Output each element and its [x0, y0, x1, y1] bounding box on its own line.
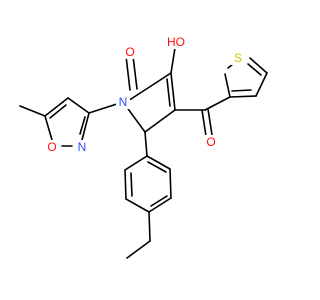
- bond: [144, 131, 148, 157]
- bond: [49, 104, 67, 119]
- pyrrole-nitrogen-label: N: [119, 95, 128, 109]
- isoxazole-oxygen-label: O: [47, 140, 56, 154]
- isoxazole-nitrogen-label: N: [78, 140, 87, 154]
- bond: [124, 155, 148, 171]
- bond: [130, 72, 172, 100]
- bond: [150, 195, 168, 207]
- atom-bg: [165, 35, 187, 49]
- bond: [201, 109, 207, 137]
- molecule-diagram: O HO N O N O S: [19, 35, 268, 259]
- bond: [249, 57, 268, 74]
- bond: [166, 78, 171, 107]
- bond: [147, 161, 167, 173]
- bond: [81, 112, 90, 141]
- carbonyl-oxygen-label: O: [206, 135, 215, 149]
- bond: [126, 240, 151, 259]
- atom-bg: [116, 95, 130, 109]
- bond: [79, 116, 86, 135]
- atom-bg: [75, 140, 89, 154]
- bond: [170, 47, 176, 74]
- bond: [132, 55, 138, 90]
- bond: [170, 72, 176, 111]
- bond: [130, 172, 133, 197]
- bond: [125, 55, 131, 91]
- bond: [146, 155, 171, 170]
- bond: [207, 108, 213, 136]
- atom-bg: [231, 51, 245, 65]
- bond: [148, 211, 151, 242]
- bond: [229, 95, 257, 98]
- bond: [169, 168, 172, 199]
- hydroxyl-label: HO: [167, 35, 185, 49]
- bond: [148, 197, 172, 213]
- ketone-oxygen-label: O: [125, 45, 134, 59]
- bond-layer: [19, 47, 268, 259]
- bond: [124, 169, 127, 200]
- bond: [44, 115, 53, 141]
- atom-bg: [123, 45, 137, 59]
- bond: [255, 72, 268, 97]
- atom-layer: O HO N O N O S: [45, 35, 245, 154]
- bond: [67, 97, 90, 114]
- atom-bg: [45, 140, 59, 154]
- bond: [224, 73, 231, 98]
- bond: [204, 96, 231, 111]
- thiophene-sulfur-label: S: [234, 51, 242, 65]
- bond: [231, 89, 252, 92]
- bond: [19, 105, 46, 117]
- atom-bg: [204, 135, 218, 149]
- bond: [125, 198, 150, 213]
- bond: [144, 109, 176, 133]
- structure-svg: O HO N O N O S: [19, 35, 268, 259]
- bond: [44, 97, 69, 117]
- bond: [247, 63, 262, 76]
